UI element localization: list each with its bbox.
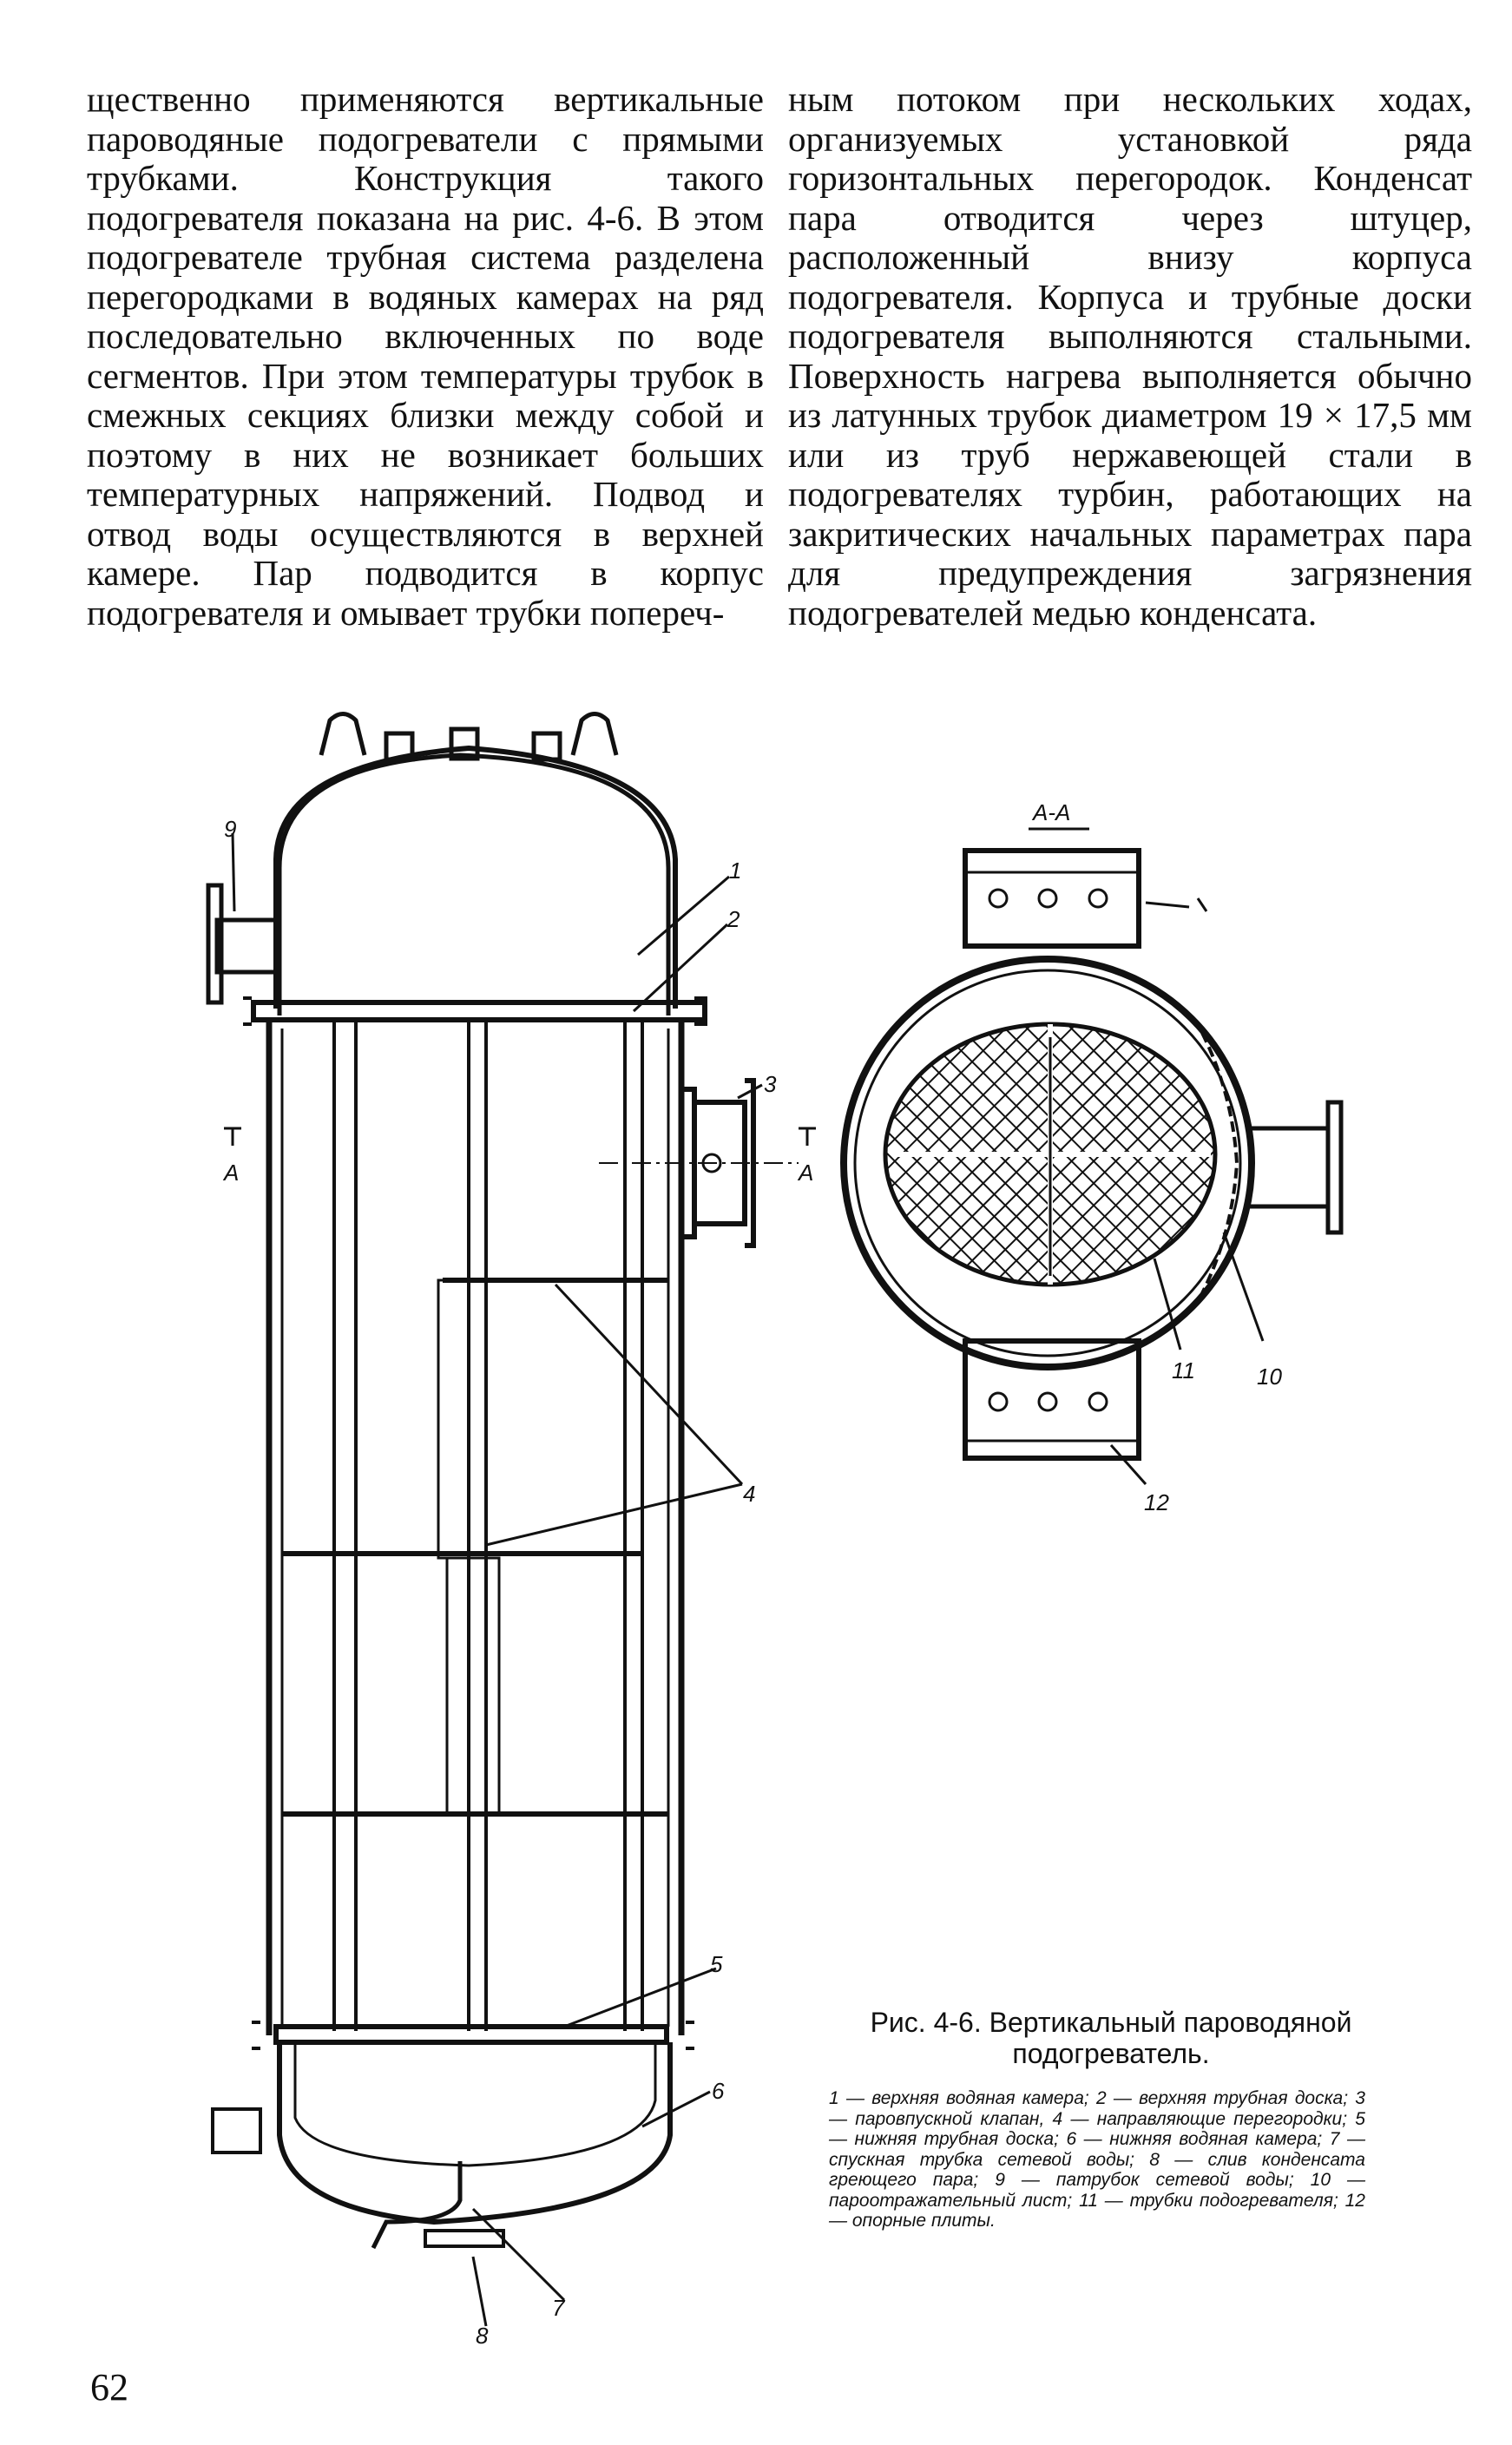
body-text-left-column: щественно применяются вертикальные паров… [87,79,764,633]
callout-7: 7 [552,2295,566,2321]
support-plate-top [963,848,1141,949]
figure-legend: 1 — верхняя водяная камера; 2 — верхняя … [829,2088,1365,2231]
section-marker-left: А [222,1160,239,1186]
callout-12: 12 [1144,1489,1169,1515]
body-paragraph: ным потоком при нескольких ходах, органи… [788,79,1472,633]
callout-5: 5 [710,1951,723,1977]
section-arrows [224,1127,816,1146]
drain-pipe [371,2161,463,2250]
body-paragraph: щественно применяются вертикальные паров… [87,79,764,633]
callout-10: 10 [1257,1364,1282,1390]
page-number: 62 [90,2366,128,2409]
section-a-a [840,848,1344,1461]
upper-water-chamber [277,753,671,1015]
shell-section [840,956,1255,1370]
support-plate-bottom [963,1338,1141,1461]
network-water-nozzle [206,883,279,1005]
guide-baffles [282,1278,668,1817]
heater-shell [266,1020,685,2035]
figure-caption: Рис. 4-6. Вертикальный пароводяной подог… [870,2007,1352,2069]
upper-tube-sheet [251,1000,707,1022]
section-marker-right: А [797,1160,813,1186]
body-text-right-column: ным потоком при нескольких ходах, органи… [788,79,1472,633]
callout-6: 6 [712,2078,725,2104]
steam-baffle-plate [1200,1032,1239,1294]
callout-2: 2 [726,906,740,932]
condensate-drain [424,2229,505,2248]
section-label: А-А [1031,799,1070,825]
lower-water-chamber [277,2042,673,2225]
callout-3: 3 [764,1071,777,1097]
lower-tube-sheet [273,2024,669,2045]
callout-9: 9 [224,816,236,842]
callout-8: 8 [476,2323,489,2349]
heater-longitudinal-section [206,712,799,2250]
callout-11: 11 [1172,1357,1195,1384]
callout-4: 4 [743,1481,755,1507]
callout-1: 1 [729,858,741,884]
